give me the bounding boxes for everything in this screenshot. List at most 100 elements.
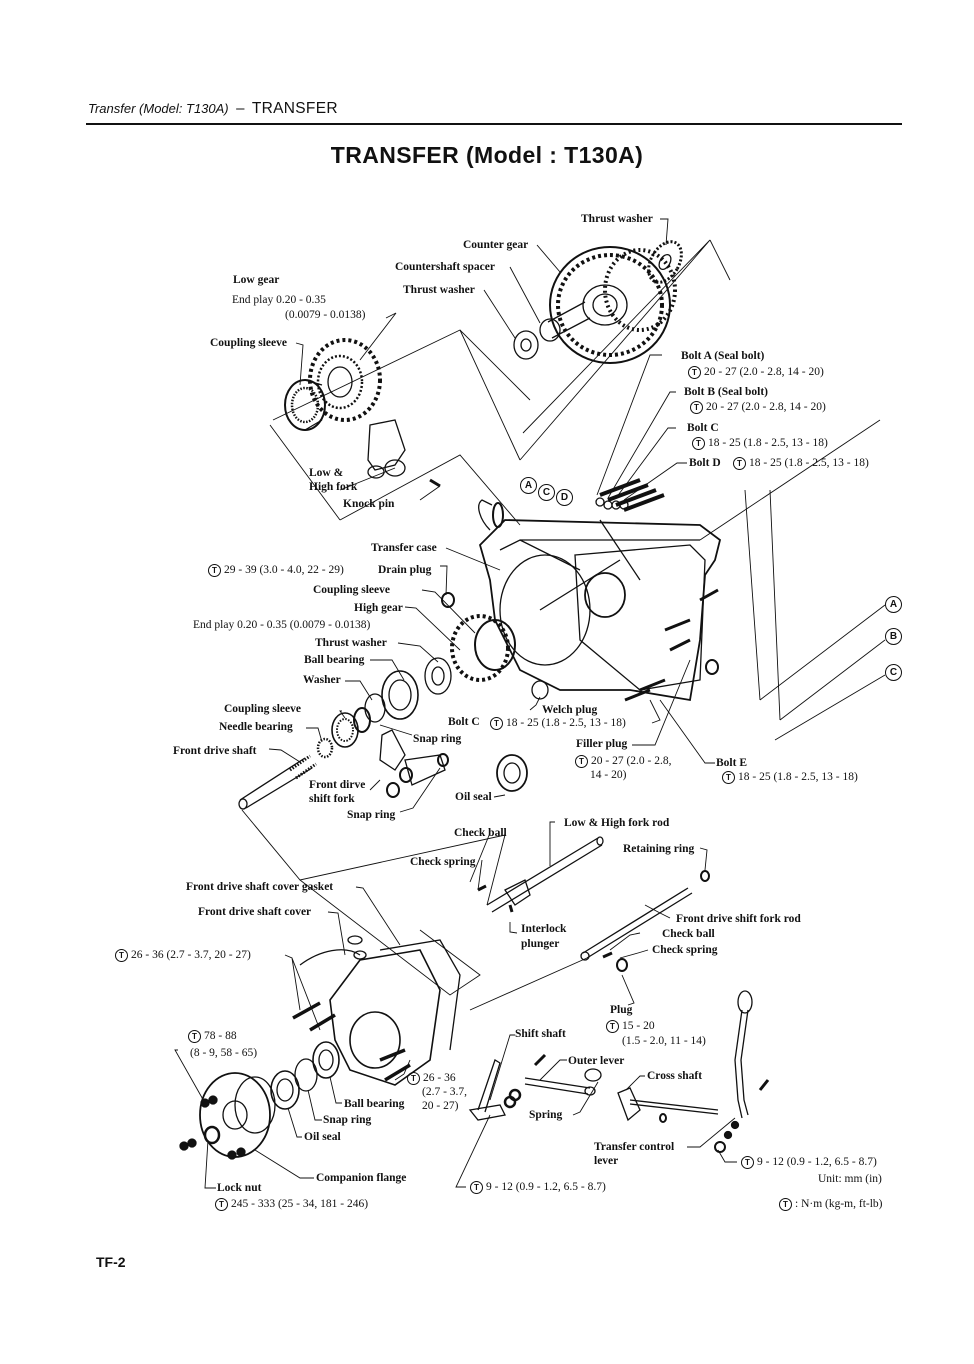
page-header: Transfer (Model: T130A) – TRANSFER bbox=[88, 100, 338, 118]
label-retaining-ring: Retaining ring bbox=[623, 843, 695, 855]
front-drive-shift-fork-drawing bbox=[379, 729, 449, 798]
cross-shaft-drawing bbox=[617, 1087, 719, 1123]
thrust-washer-top-drawing bbox=[647, 240, 683, 284]
label-thrust-washer-mid: Thrust washer bbox=[403, 284, 475, 296]
torque-icon: T bbox=[688, 366, 701, 379]
label-cross-shaft: Cross shaft bbox=[647, 1070, 703, 1082]
low-gear-drawing bbox=[308, 338, 382, 422]
fds-cover-drawing bbox=[299, 935, 461, 1086]
oil-seal-low-drawing bbox=[270, 1070, 300, 1110]
front-drive-shift-fork-rod-drawing bbox=[580, 870, 710, 961]
transfer-control-lever-drawing bbox=[714, 990, 770, 1153]
oil-seal-upper-drawing bbox=[496, 754, 528, 792]
counter-gear-drawing bbox=[547, 246, 677, 364]
label-snap-ring-1: Snap ring bbox=[413, 733, 462, 745]
ref-mark-c-top: C bbox=[538, 484, 555, 501]
transfer-case-drawing bbox=[478, 499, 722, 702]
label-shift-shaft: Shift shaft bbox=[515, 1028, 566, 1040]
label-fds-cover: Front drive shaft cover bbox=[198, 906, 312, 918]
ball-bearing-low-drawing bbox=[312, 1041, 340, 1079]
label-filler-plug: Filler plug bbox=[576, 738, 628, 750]
torque-icon: T bbox=[208, 564, 221, 577]
label-front-drive-shift-fork-1: Front dirve bbox=[309, 779, 366, 791]
label-transfer-case: Transfer case bbox=[371, 542, 437, 554]
torque-icon: T bbox=[722, 771, 735, 784]
header-separator: – bbox=[236, 100, 245, 117]
coupling-sleeve-top-drawing bbox=[284, 379, 326, 431]
header-section: TRANSFER bbox=[251, 100, 338, 117]
case-bolts-drawing bbox=[595, 478, 665, 512]
ref-mark-b-right: B bbox=[885, 628, 902, 645]
page-title: TRANSFER (Model : T130A) bbox=[330, 142, 644, 168]
thrust-washer-mid-drawing bbox=[513, 330, 539, 360]
torque-icon: T bbox=[692, 437, 705, 450]
ref-mark-d-top: D bbox=[556, 489, 573, 506]
ref-mark-c-right: C bbox=[885, 664, 902, 681]
thrust-washer-low-drawing bbox=[424, 657, 452, 695]
label-bolt-c: Bolt C bbox=[687, 422, 719, 434]
label-filler-plug-torque-2: 14 - 20) bbox=[590, 769, 627, 781]
label-low-gear: Low gear bbox=[233, 274, 280, 286]
torque-icon: T bbox=[733, 457, 746, 470]
label-cover-bolt2-torque-2: (2.7 - 3.7, bbox=[422, 1086, 468, 1098]
torque-icon: T bbox=[407, 1072, 420, 1085]
label-bolt-c2: Bolt C bbox=[448, 716, 480, 728]
label-bolt-e: Bolt E bbox=[716, 757, 747, 769]
cover-bolts-drawing bbox=[292, 1001, 411, 1082]
label-oil-seal-upper: Oil seal bbox=[455, 791, 492, 803]
header-rule bbox=[86, 123, 902, 125]
front-drive-shaft-drawing bbox=[238, 754, 317, 810]
companion-flange-drawing bbox=[199, 1072, 276, 1158]
plug-drawing bbox=[616, 958, 628, 972]
label-snap-ring-2: Snap ring bbox=[347, 809, 396, 821]
spring-drawing bbox=[584, 1068, 602, 1082]
low-high-fork-rod-drawing bbox=[477, 836, 604, 913]
high-gear-drawing bbox=[450, 614, 516, 682]
label-low-high-fork-1: Low & bbox=[309, 467, 344, 479]
label-counter-gear: Counter gear bbox=[463, 239, 529, 251]
label-low-gear-endplay: End play 0.20 - 0.35 bbox=[232, 294, 326, 306]
header-section-italic: Transfer (Model: T130A) bbox=[88, 101, 229, 116]
coupling-sleeve-low-drawing bbox=[331, 712, 359, 748]
label-cover-bolt2-torque-3: 20 - 27) bbox=[422, 1100, 459, 1112]
label-front-drive-shaft: Front drive shaft bbox=[173, 745, 257, 757]
flange-nuts-drawing bbox=[179, 1095, 246, 1160]
label-spring: Spring bbox=[529, 1109, 563, 1121]
torque-icon: T bbox=[490, 717, 503, 730]
label-washer: Washer bbox=[303, 674, 341, 686]
shift-shaft-drawing bbox=[468, 1059, 506, 1121]
torque-icon: T bbox=[575, 755, 588, 768]
label-plug-torque-2: (1.5 - 2.0, 11 - 14) bbox=[622, 1035, 706, 1047]
label-low-gear-endplay-in: (0.0079 - 0.0138) bbox=[285, 309, 366, 321]
label-high-gear: High gear bbox=[354, 602, 403, 614]
label-low-high-fork-rod: Low & High fork rod bbox=[564, 817, 670, 829]
needle-bearing-drawing bbox=[316, 737, 334, 759]
label-check-spring-2: Check spring bbox=[652, 944, 718, 956]
torque-icon: T bbox=[606, 1020, 619, 1033]
label-ball-bearing-low: Ball bearing bbox=[344, 1098, 405, 1110]
label-unit: Unit: mm (in) bbox=[818, 1173, 882, 1185]
label-coupling-sleeve-mid: Coupling sleeve bbox=[313, 584, 390, 596]
label-fds-cover-gasket: Front drive shaft cover gasket bbox=[186, 881, 334, 893]
snap-ring-drawing bbox=[353, 707, 371, 733]
label-ball-bearing: Ball bearing bbox=[304, 654, 365, 666]
label-plug: Plug bbox=[610, 1004, 633, 1016]
lock-nut-drawing bbox=[203, 1125, 221, 1145]
label-bolt-d: Bolt D bbox=[689, 457, 721, 469]
label-coupling-sleeve-low: Coupling sleeve bbox=[224, 703, 301, 715]
label-needle-bearing: Needle bearing bbox=[219, 721, 293, 733]
page-number: TF-2 bbox=[96, 1254, 126, 1270]
label-low-high-fork-2: High fork bbox=[309, 481, 358, 493]
torque-icon: T bbox=[779, 1198, 792, 1211]
